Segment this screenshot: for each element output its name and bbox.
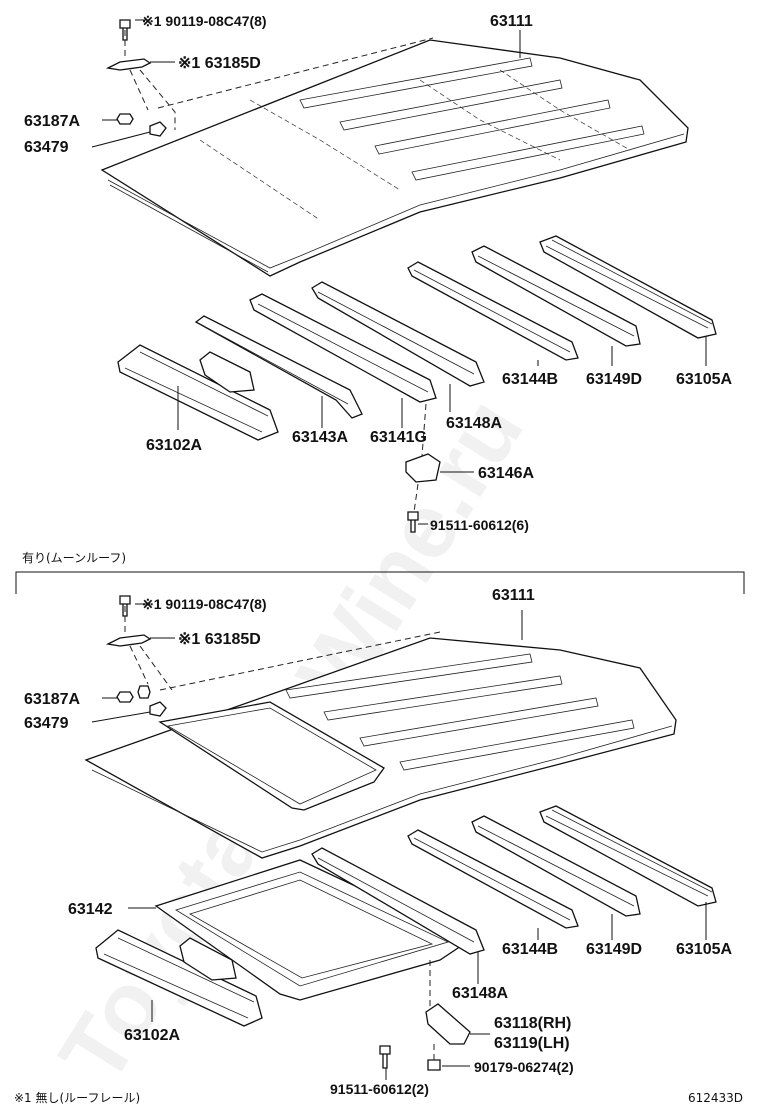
section-bracket <box>15 571 745 594</box>
nut-63187a-top <box>116 113 134 125</box>
label-90119-top: ※1 90119-08C47(8) <box>142 13 267 29</box>
label-63185d-bottom: ※1 63185D <box>178 631 261 648</box>
clip-63479-bottom <box>149 701 167 717</box>
label-63479-bottom: 63479 <box>24 715 69 732</box>
bracket-63146a-top <box>405 453 441 483</box>
label-90179: 90179-06274(2) <box>474 1059 574 1075</box>
roof-bow-63149d-top <box>471 245 641 347</box>
roof-panel-63111-bottom <box>84 637 677 859</box>
label-63149d-top: 63149D <box>586 371 642 388</box>
label-63148a-top: 63148A <box>446 415 502 432</box>
label-63105a-bottom: 63105A <box>676 941 732 958</box>
label-63144b-bottom: 63144B <box>502 941 558 958</box>
label-63102a-top: 63102A <box>146 437 202 454</box>
nut-63187a-bottom <box>116 685 151 703</box>
label-63141g-top: 63141G <box>370 429 427 446</box>
diagram-code: 612433D <box>688 1091 743 1105</box>
label-90119-bottom: ※1 90119-08C47(8) <box>142 596 267 612</box>
rear-header-63105a-bottom <box>539 805 717 907</box>
label-63149d-bottom: 63149D <box>586 941 642 958</box>
roof-bow-63148a-top <box>311 281 485 387</box>
label-63102a-bottom: 63102A <box>124 1027 180 1044</box>
label-63187a-top: 63187A <box>24 113 80 130</box>
footnote: ※1 無し(ルーフレール) <box>14 1090 140 1105</box>
label-63105a-top: 63105A <box>676 371 732 388</box>
roof-panel-63111-top <box>100 39 689 277</box>
label-63111-top: 63111 <box>490 13 533 30</box>
label-91511-top: 91511-60612(6) <box>430 517 529 533</box>
rear-header-63105a-top <box>539 235 717 339</box>
nut-90179 <box>427 1059 441 1071</box>
label-63119: 63119(LH) <box>494 1035 570 1052</box>
label-63111-bottom: 63111 <box>492 587 535 604</box>
label-91511-bottom: 91511-60612(2) <box>330 1081 429 1097</box>
roof-bow-63141g-top <box>249 293 437 403</box>
bracket-63185d-top <box>105 58 152 71</box>
bracket-63118-63119 <box>425 1003 471 1045</box>
label-63479-top: 63479 <box>24 139 69 156</box>
label-63185d-top: ※1 63185D <box>178 55 261 72</box>
section-caption: 有り(ムーンルーフ) <box>22 551 126 565</box>
roof-bow-63144b-top <box>407 261 579 361</box>
bolt-91511-top <box>407 511 419 533</box>
label-63187a-bottom: 63187A <box>24 691 80 708</box>
front-header-63102a-bottom <box>95 929 263 1027</box>
label-63143a-top: 63143A <box>292 429 348 446</box>
label-63118: 63118(RH) <box>494 1015 571 1032</box>
label-63142: 63142 <box>68 901 113 918</box>
label-63148a-bottom: 63148A <box>452 985 508 1002</box>
top-section: ※1 90119-08C47(8) ※1 63185D 63187A 63479… <box>24 13 732 533</box>
label-63146a-top: 63146A <box>478 465 534 482</box>
sunroof-housing-63142 <box>154 859 472 1001</box>
roof-bow-63144b-bottom <box>407 829 579 929</box>
bracket-63185d-bottom <box>105 634 152 647</box>
label-63144b-top: 63144B <box>502 371 558 388</box>
front-header-63102a-top <box>117 344 279 441</box>
roof-bow-63148a-bottom <box>311 847 485 955</box>
bolt-91511-bottom <box>379 1045 391 1069</box>
bottom-section: ※1 90119-08C47(8) ※1 63185D 63187A 63479… <box>24 587 732 1097</box>
clip-63479-top <box>149 121 167 137</box>
roof-bow-63149d-bottom <box>471 815 641 917</box>
roof-bow-63143a-top <box>194 315 363 419</box>
